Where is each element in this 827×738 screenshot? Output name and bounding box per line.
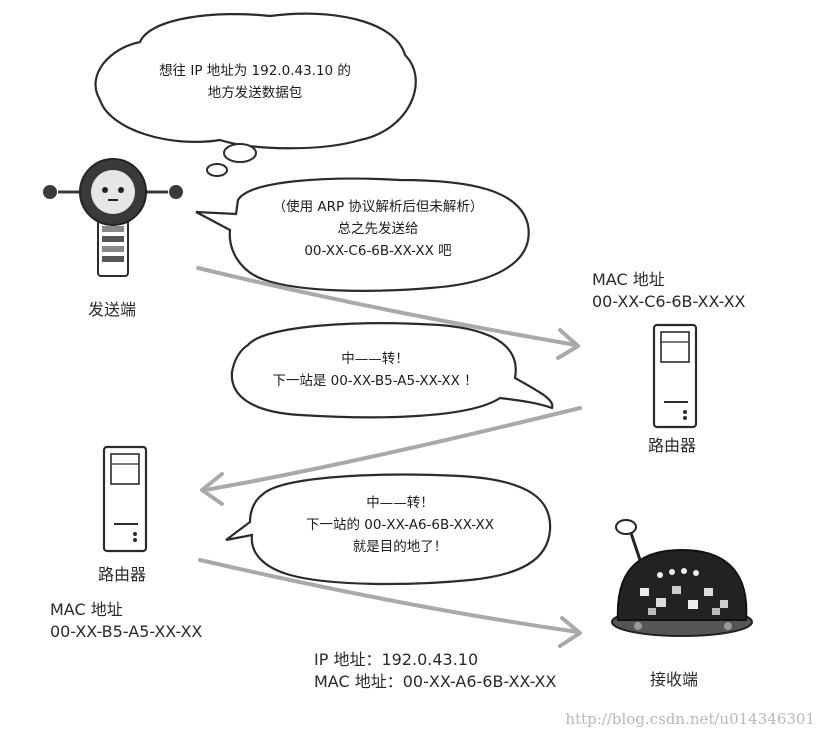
receiver-ip-line: IP 地址：192.0.43.10 (314, 650, 479, 669)
receiver-robot-icon (611, 519, 753, 637)
arp-line-1: （使用 ARP 协议解析后但未解析） (272, 199, 484, 215)
arrow-sender-to-router1 (196, 266, 578, 347)
relay1-bubble-text: 中——转！ 下一站是 00-XX-B5-A5-XX-XX ！ (240, 348, 510, 392)
thought-bubble (94, 12, 417, 177)
router2-mac-value: 00-XX-B5-A5-XX-XX (50, 622, 203, 641)
arrow-router2-arrowhead (200, 472, 224, 506)
arrow-router2-to-receiver (198, 558, 580, 634)
relay2-bubble-text: 中——转！ 下一站的 00-XX-A6-6B-XX-XX 就是目的地了！ (262, 492, 538, 558)
router2-icon (102, 445, 148, 553)
receiver-label: 接收端 (650, 670, 699, 689)
route-arrows (196, 266, 582, 648)
thought-line-2: 地方发送数据包 (207, 85, 303, 101)
watermark: http://blog.csdn.net/u014346301 (565, 710, 815, 728)
arp-line-3: 00-XX-C6-6B-XX-XX 吧 (304, 243, 452, 259)
relay2-line-1: 中——转！ (366, 495, 434, 511)
arp-speech-bubble (195, 177, 530, 292)
router1-icon (652, 323, 698, 429)
arrow-router1-arrowhead (556, 328, 580, 360)
relay-bubble-2 (225, 473, 552, 586)
relay-bubble-1 (230, 322, 554, 419)
thought-bubble-text: 想往 IP 地址为 192.0.43.10 的 地方发送数据包 (130, 60, 380, 104)
router2-mac-label: MAC 地址 (50, 600, 123, 619)
arrow-router1-to-router2 (203, 406, 582, 492)
router1-label: 路由器 (648, 436, 697, 455)
relay2-line-2: 下一站的 00-XX-A6-6B-XX-XX (305, 517, 494, 533)
arrow-receiver-arrowhead (558, 616, 582, 648)
sender-robot-icon (43, 158, 183, 277)
receiver-mac-line: MAC 地址：00-XX-A6-6B-XX-XX (314, 672, 557, 691)
relay2-line-3: 就是目的地了！ (352, 539, 448, 555)
sender-label: 发送端 (88, 300, 137, 319)
router2-label: 路由器 (98, 565, 147, 584)
router1-mac-label: MAC 地址 (592, 270, 665, 289)
relay1-line-2: 下一站是 00-XX-B5-A5-XX-XX ！ (272, 373, 478, 389)
relay1-line-1: 中——转！ (341, 351, 409, 367)
arp-bubble-text: （使用 ARP 协议解析后但未解析） 总之先发送给 00-XX-C6-6B-XX… (240, 196, 516, 262)
arp-line-2: 总之先发送给 (337, 221, 419, 237)
router1-mac-value: 00-XX-C6-6B-XX-XX (592, 292, 746, 311)
thought-line-1: 想往 IP 地址为 192.0.43.10 的 (159, 63, 351, 79)
